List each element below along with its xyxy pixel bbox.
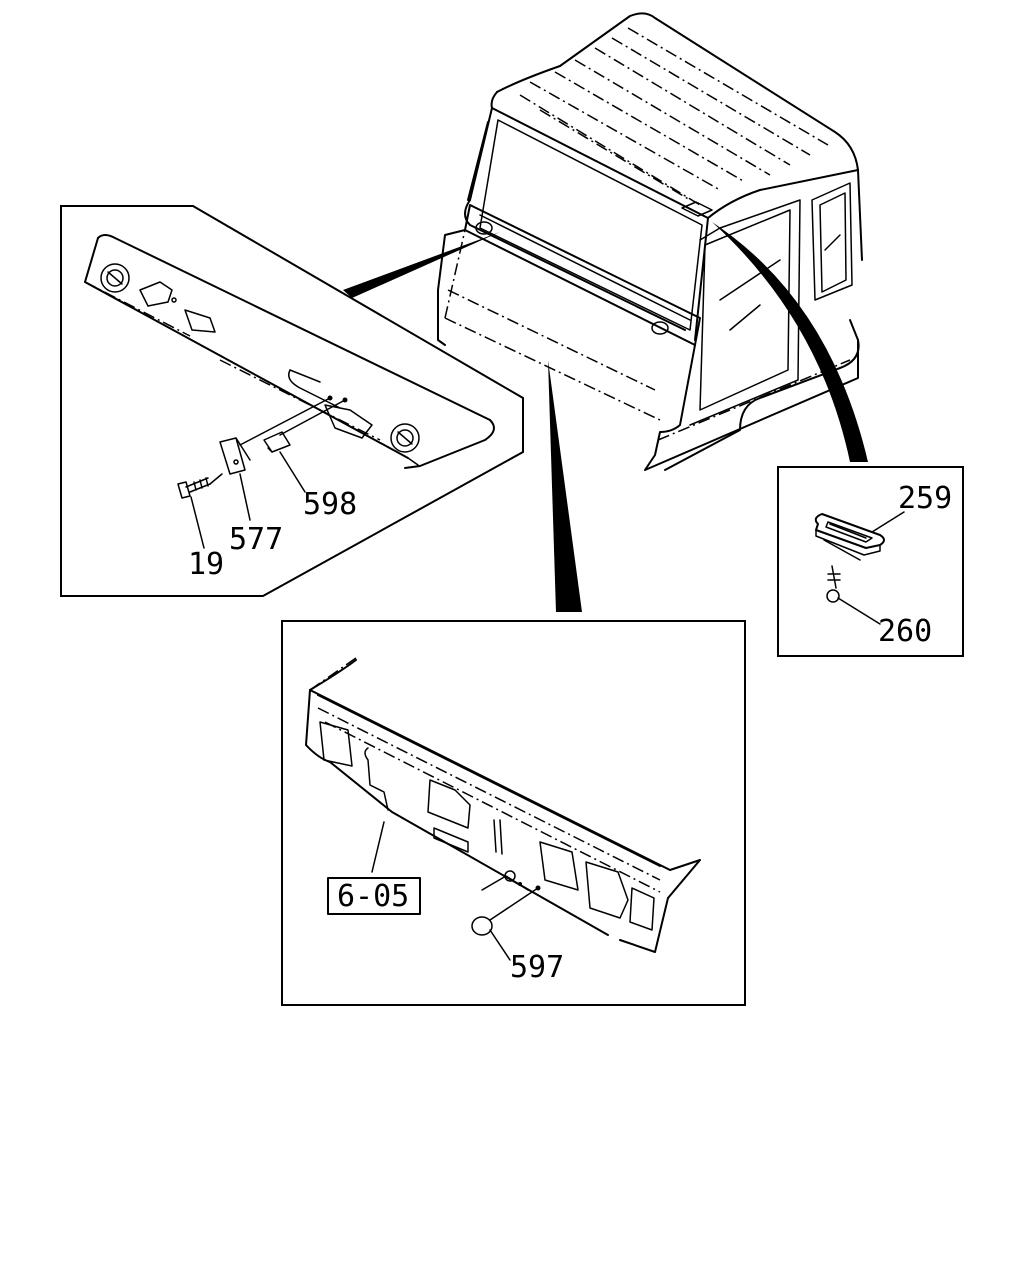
callout-598: 598 — [303, 487, 357, 522]
roof-marker-detail-box — [777, 466, 964, 657]
high-mount-lamp-detail-box — [60, 205, 524, 597]
reference-6-05: 6-05 — [337, 879, 409, 914]
header-panel-detail-box — [281, 620, 746, 1006]
callout-19: 19 — [188, 547, 224, 582]
callout-597: 597 — [510, 950, 564, 985]
leader-wedges — [343, 222, 868, 612]
callout-577: 577 — [229, 522, 283, 557]
callout-260: 260 — [878, 614, 932, 649]
cab-body-illustration — [437, 12, 863, 471]
callout-259: 259 — [898, 481, 952, 516]
